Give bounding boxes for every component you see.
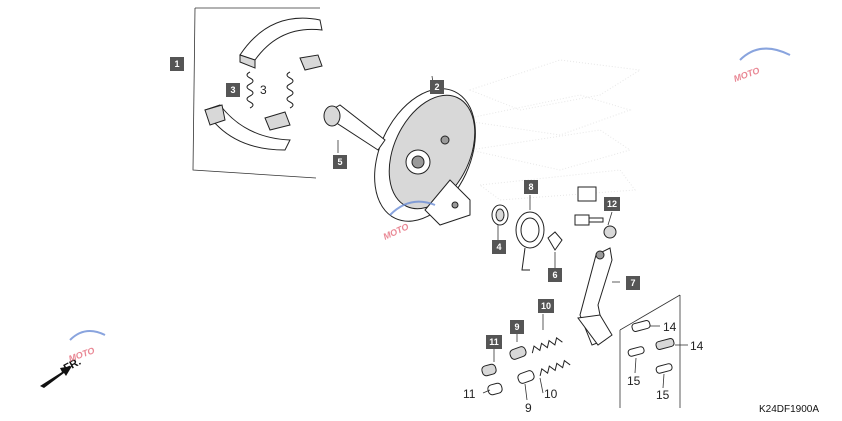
svg-text:10: 10 [541,301,551,311]
callout-4: 4 [492,240,506,254]
svg-text:MOTO: MOTO [67,345,96,364]
diagram-code: K24DF1900A [759,404,819,415]
collar-11-upper[interactable] [481,363,497,377]
wing-watermark [459,59,642,201]
moto-watermark-left: MOTO [67,330,106,364]
plate-14a[interactable] [631,319,651,333]
svg-text:1: 1 [174,59,179,69]
spring-10-lower[interactable] [538,359,571,376]
callout-9-boxed: 9 [510,320,524,334]
svg-text:MOTO: MOTO [382,221,411,241]
svg-text:11: 11 [489,337,499,347]
leader-lines [337,140,688,401]
shoe-group-frame [192,7,320,179]
callout-8: 8 [524,180,538,194]
callout-2: 2 [430,80,444,94]
callout-15b: 15 [656,388,670,402]
brake-shoe-lower[interactable] [204,104,291,151]
brake-panel[interactable] [355,73,496,238]
collar-11-lower[interactable] [487,382,503,396]
callout-1: 1 [170,57,184,71]
svg-text:5: 5 [337,157,342,167]
svg-text:MOTO: MOTO [732,65,761,84]
moto-watermark-top-right: MOTO [732,47,791,84]
svg-text:12: 12 [607,199,617,209]
callout-12: 12 [604,197,620,211]
brake-arm[interactable] [577,247,613,346]
plate-15b[interactable] [655,363,673,374]
arm-bolt[interactable] [574,186,604,226]
callout-3-boxed: 3 [226,83,240,97]
svg-text:2: 2 [434,82,439,92]
pin-9-upper[interactable] [509,346,527,361]
plate-14b[interactable] [655,337,675,351]
return-spring[interactable] [515,211,545,271]
svg-text:7: 7 [630,278,635,288]
callout-11-boxed: 11 [486,335,502,349]
svg-text:3: 3 [230,85,235,95]
pin-9-lower[interactable] [517,370,535,385]
svg-text:4: 4 [496,242,501,252]
brake-cam[interactable] [323,104,386,151]
svg-text:6: 6 [552,270,557,280]
svg-text:9: 9 [514,322,519,332]
callout-15a: 15 [627,374,641,388]
svg-text:8: 8 [528,182,533,192]
shoe-spring-left[interactable] [246,71,254,109]
callout-14a: 14 [663,320,677,334]
brake-shoe-upper[interactable] [239,17,323,71]
callout-9: 9 [525,401,532,415]
spring-10-upper[interactable] [530,337,563,354]
callout-10: 10 [544,387,558,401]
shoe-spring-right[interactable] [286,71,294,109]
callout-7: 7 [626,276,640,290]
callout-11: 11 [463,387,476,401]
callout-3: 3 [260,83,267,97]
callout-6: 6 [548,268,562,282]
wear-indicator[interactable] [547,231,563,251]
callout-5: 5 [333,155,347,169]
callout-14b: 14 [690,339,704,353]
plate-15a[interactable] [627,346,645,357]
arm-nut[interactable] [603,225,617,239]
adjuster-box [619,294,681,408]
seal-ring[interactable] [491,204,509,226]
callout-10-boxed: 10 [538,299,554,313]
